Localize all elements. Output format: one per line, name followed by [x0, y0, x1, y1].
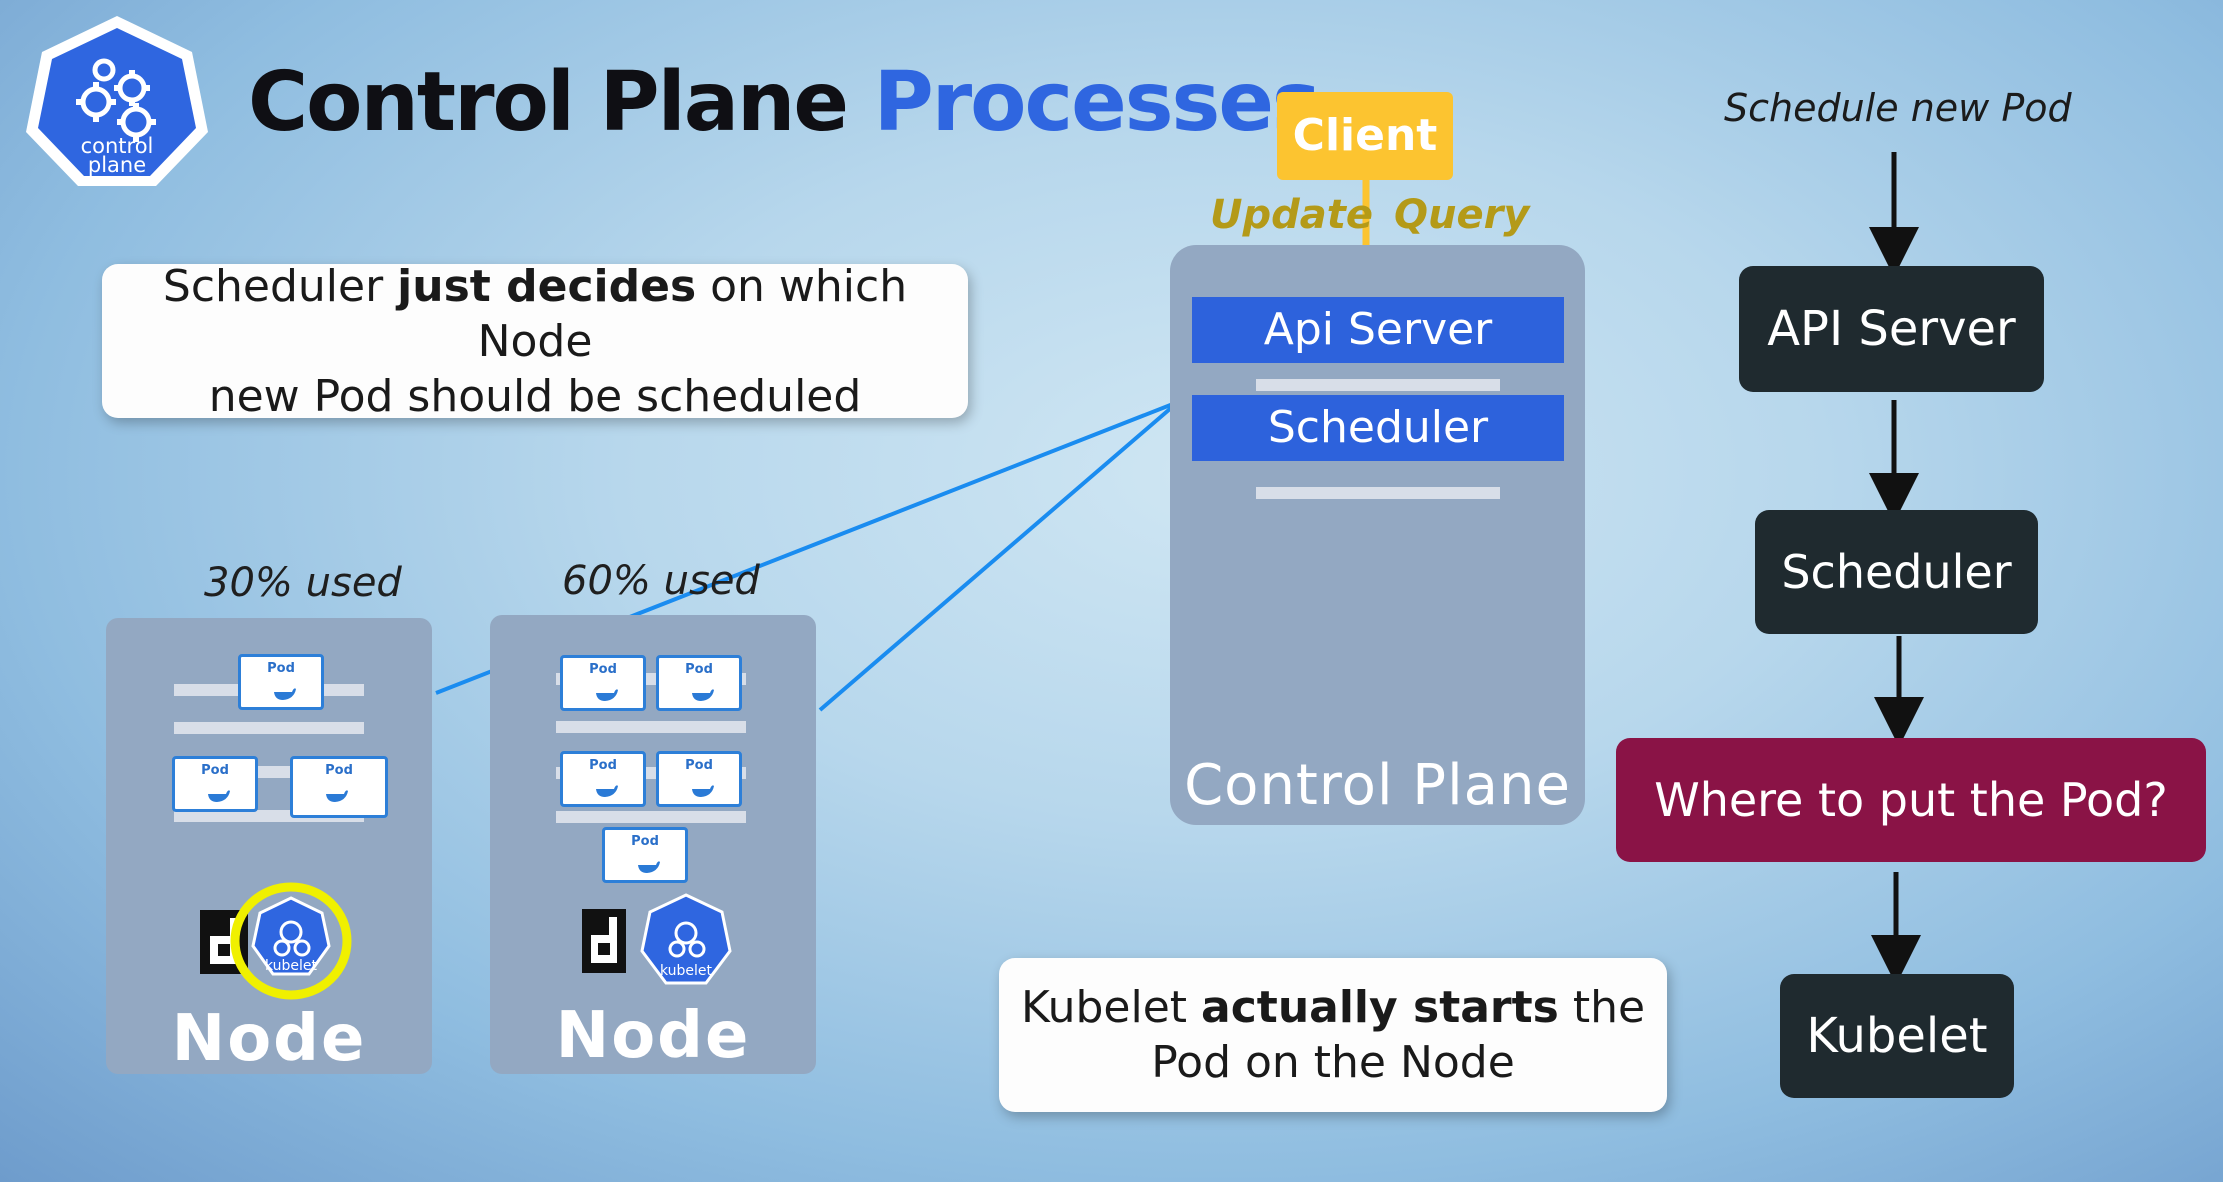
pod-icon: Pod	[238, 654, 324, 710]
pod-icon: Pod	[656, 751, 742, 807]
node-usage-label: 30% used	[204, 560, 402, 606]
pod-icon: Pod	[560, 655, 646, 711]
callout-bold-text: actually starts	[1201, 982, 1559, 1033]
worker-node-1: Pod Pod Pod kubelet Node	[106, 618, 432, 1076]
api-server-component: Api Server	[1192, 297, 1564, 363]
svg-text:kubelet: kubelet	[660, 963, 713, 979]
connector-line-node-2	[818, 400, 1180, 712]
flow-step-api-server: API Server	[1739, 266, 2044, 392]
callout-text: Scheduler	[162, 260, 398, 312]
callout-text: on which Node	[477, 260, 908, 367]
node-usage-label: 60% used	[562, 558, 760, 604]
title-part-2: Processes	[873, 55, 1321, 150]
node-label: Node	[555, 999, 751, 1073]
query-label: Query	[1394, 192, 1530, 238]
highlight-ring	[230, 882, 352, 1000]
flow-step-kubelet: Kubelet	[1780, 974, 2014, 1098]
callout-text: the	[1558, 982, 1646, 1033]
callout-text: Pod on the Node	[1151, 1037, 1515, 1088]
update-label: Update	[1210, 192, 1373, 238]
callout-text: Kubelet	[1020, 982, 1202, 1033]
worker-node-2: Pod Pod Pod Pod Pod kubelet Node	[490, 615, 816, 1074]
scheduler-callout: Scheduler just decides on which Node new…	[102, 260, 968, 422]
client-box: Client	[1277, 92, 1453, 180]
title-part-1: Control Plane	[248, 55, 849, 150]
kubelet-icon: kubelet	[638, 893, 734, 993]
kubelet-callout: Kubelet actually starts the Pod on the N…	[999, 958, 1667, 1112]
kubelet-icon: kubelet	[230, 880, 352, 1006]
pod-icon: Pod	[560, 751, 646, 807]
pod-icon: Pod	[602, 827, 688, 883]
node-label: Node	[171, 1002, 367, 1076]
svg-text:plane: plane	[88, 153, 146, 177]
svg-text:control: control	[81, 134, 154, 158]
callout-bold-text: just decides	[397, 260, 697, 312]
control-plane-label: Control Plane	[1184, 753, 1571, 818]
pod-icon: Pod	[290, 756, 388, 818]
page-title: Control Plane Processes	[248, 55, 1321, 150]
callout-text: new Pod should be scheduled	[208, 370, 862, 422]
flow-step-where-to-put: Where to put the Pod?	[1616, 738, 2206, 862]
flow-start-label: Schedule new Pod	[1724, 86, 2072, 130]
pod-icon: Pod	[656, 655, 742, 711]
scheduler-component: Scheduler	[1192, 395, 1564, 461]
control-plane-logo: control plane	[24, 10, 210, 192]
control-plane-box: Api Server Scheduler Control Plane	[1170, 245, 1585, 825]
docker-icon	[582, 909, 626, 977]
svg-text:kubelet: kubelet	[265, 958, 318, 974]
pod-icon: Pod	[172, 756, 258, 812]
flow-step-scheduler: Scheduler	[1755, 510, 2038, 634]
